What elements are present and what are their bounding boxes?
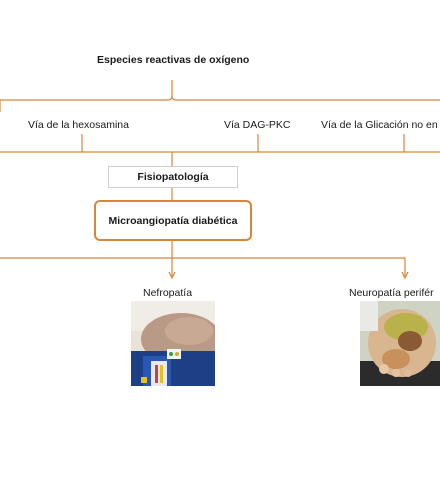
fisiopatologia-box: Fisiopatología xyxy=(108,166,238,188)
arrow-head-right xyxy=(401,271,409,280)
pathway-hexosamina: Vía de la hexosamina xyxy=(28,119,129,131)
microangiopatia-box: Microangiopatía diabética xyxy=(94,200,252,241)
outcome-nefropatia-label: Nefropatía xyxy=(143,287,193,299)
kidney-dialysis-photo xyxy=(131,301,215,386)
top-title: Especies reactivas de oxígeno xyxy=(97,54,250,66)
pathway-dag-pkc: Vía DAG-PKC xyxy=(224,119,291,131)
pathway-glicacion: Vía de la Glicación no en xyxy=(321,119,438,131)
outcome-neuropatia-label: Neuropatía perifér xyxy=(349,287,434,299)
pathway-brace xyxy=(0,134,440,153)
top-brace xyxy=(0,80,440,101)
arrow-head-left xyxy=(168,271,176,280)
diabetic-foot-photo xyxy=(360,301,440,386)
